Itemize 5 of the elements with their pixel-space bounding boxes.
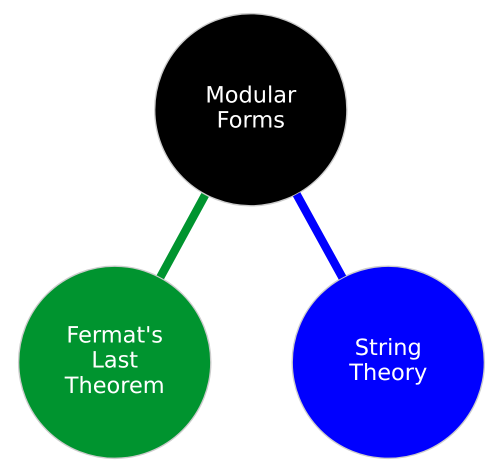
node-circle: String Theory — [291, 265, 486, 460]
connector — [292, 192, 346, 280]
node-circle: Modular Forms — [154, 12, 348, 207]
connector — [156, 192, 209, 280]
node-circle: Fermat's Last Theorem — [18, 265, 212, 460]
